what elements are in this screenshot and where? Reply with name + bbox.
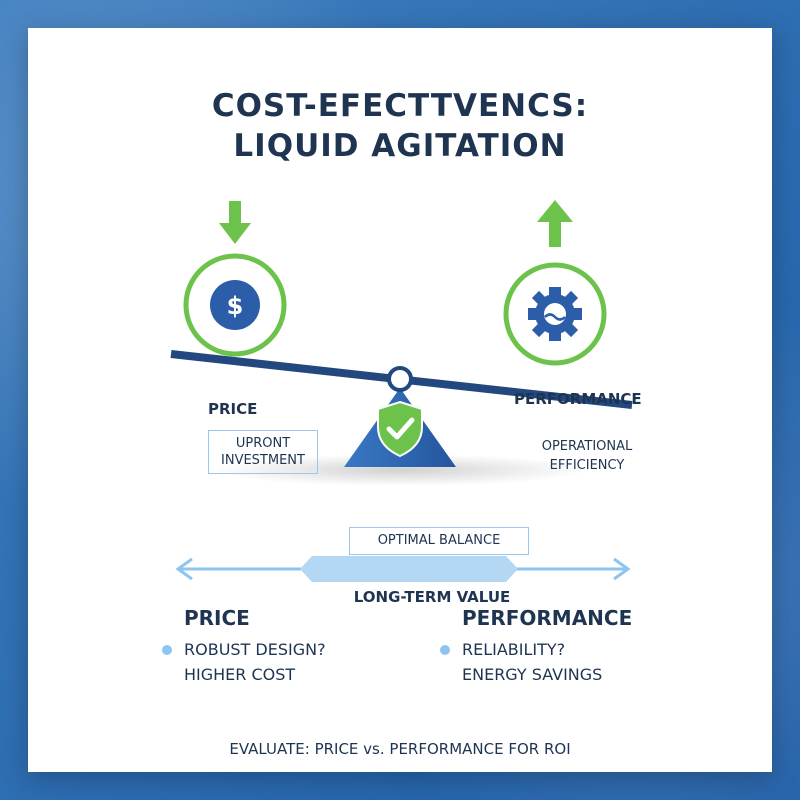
dollar-icon: $ [183,253,287,357]
upfront-line-1: UPRONT [235,436,291,451]
price-column-item: ROBUST DESIGN? [162,637,326,663]
performance-column-item-2: ENERGY SAVINGS [462,665,603,684]
price-column-item-2: HIGHER COST [184,665,296,684]
footer-text: EVALUATE: PRICE vs. PERFORMANCE FOR ROI [229,740,571,758]
performance-column-item: RELIABILITY? [440,637,566,663]
long-term-value-label: LONG-TERM VALUE [353,588,511,606]
bullet-dot [162,645,172,655]
ground-shadow [210,454,590,486]
title-line-2: LIQUID AGITATION [233,128,567,164]
performance-item-line-1: RELIABILITY? [462,640,566,659]
balance-diagram: $ [170,200,633,582]
arrow-up-icon [537,200,573,247]
ops-line-2: EFFICIENCY [549,458,625,473]
infographic-card: COST-EFECTTVENCS: LIQUID AGITATION $ [28,28,772,772]
upfront-investment-box: UPRONT INVESTMENT [208,430,318,474]
svg-text:$: $ [227,292,244,320]
price-item-line-1: ROBUST DESIGN? [184,640,326,659]
performance-column-heading: PERFORMANCE [462,606,633,630]
arrow-down-icon [219,201,251,244]
page-title: COST-EFECTTVENCS: LIQUID AGITATION [28,86,772,166]
upfront-line-2: INVESTMENT [221,453,305,468]
operational-efficiency-text: OPERATIONAL EFFICIENCY [522,437,652,475]
gear-icon [503,262,607,366]
optimal-balance-box: OPTIMAL BALANCE [349,527,529,555]
long-term-value-bar [175,556,631,582]
bullet-dot [440,645,450,655]
price-label: PRICE [208,400,258,418]
title-line-1: COST-EFECTTVENCS: [211,88,589,124]
performance-label: PERFORMANCE [514,390,642,408]
price-column-heading: PRICE [184,606,250,630]
ops-line-1: OPERATIONAL [541,439,633,454]
shield-check-icon [377,400,423,458]
